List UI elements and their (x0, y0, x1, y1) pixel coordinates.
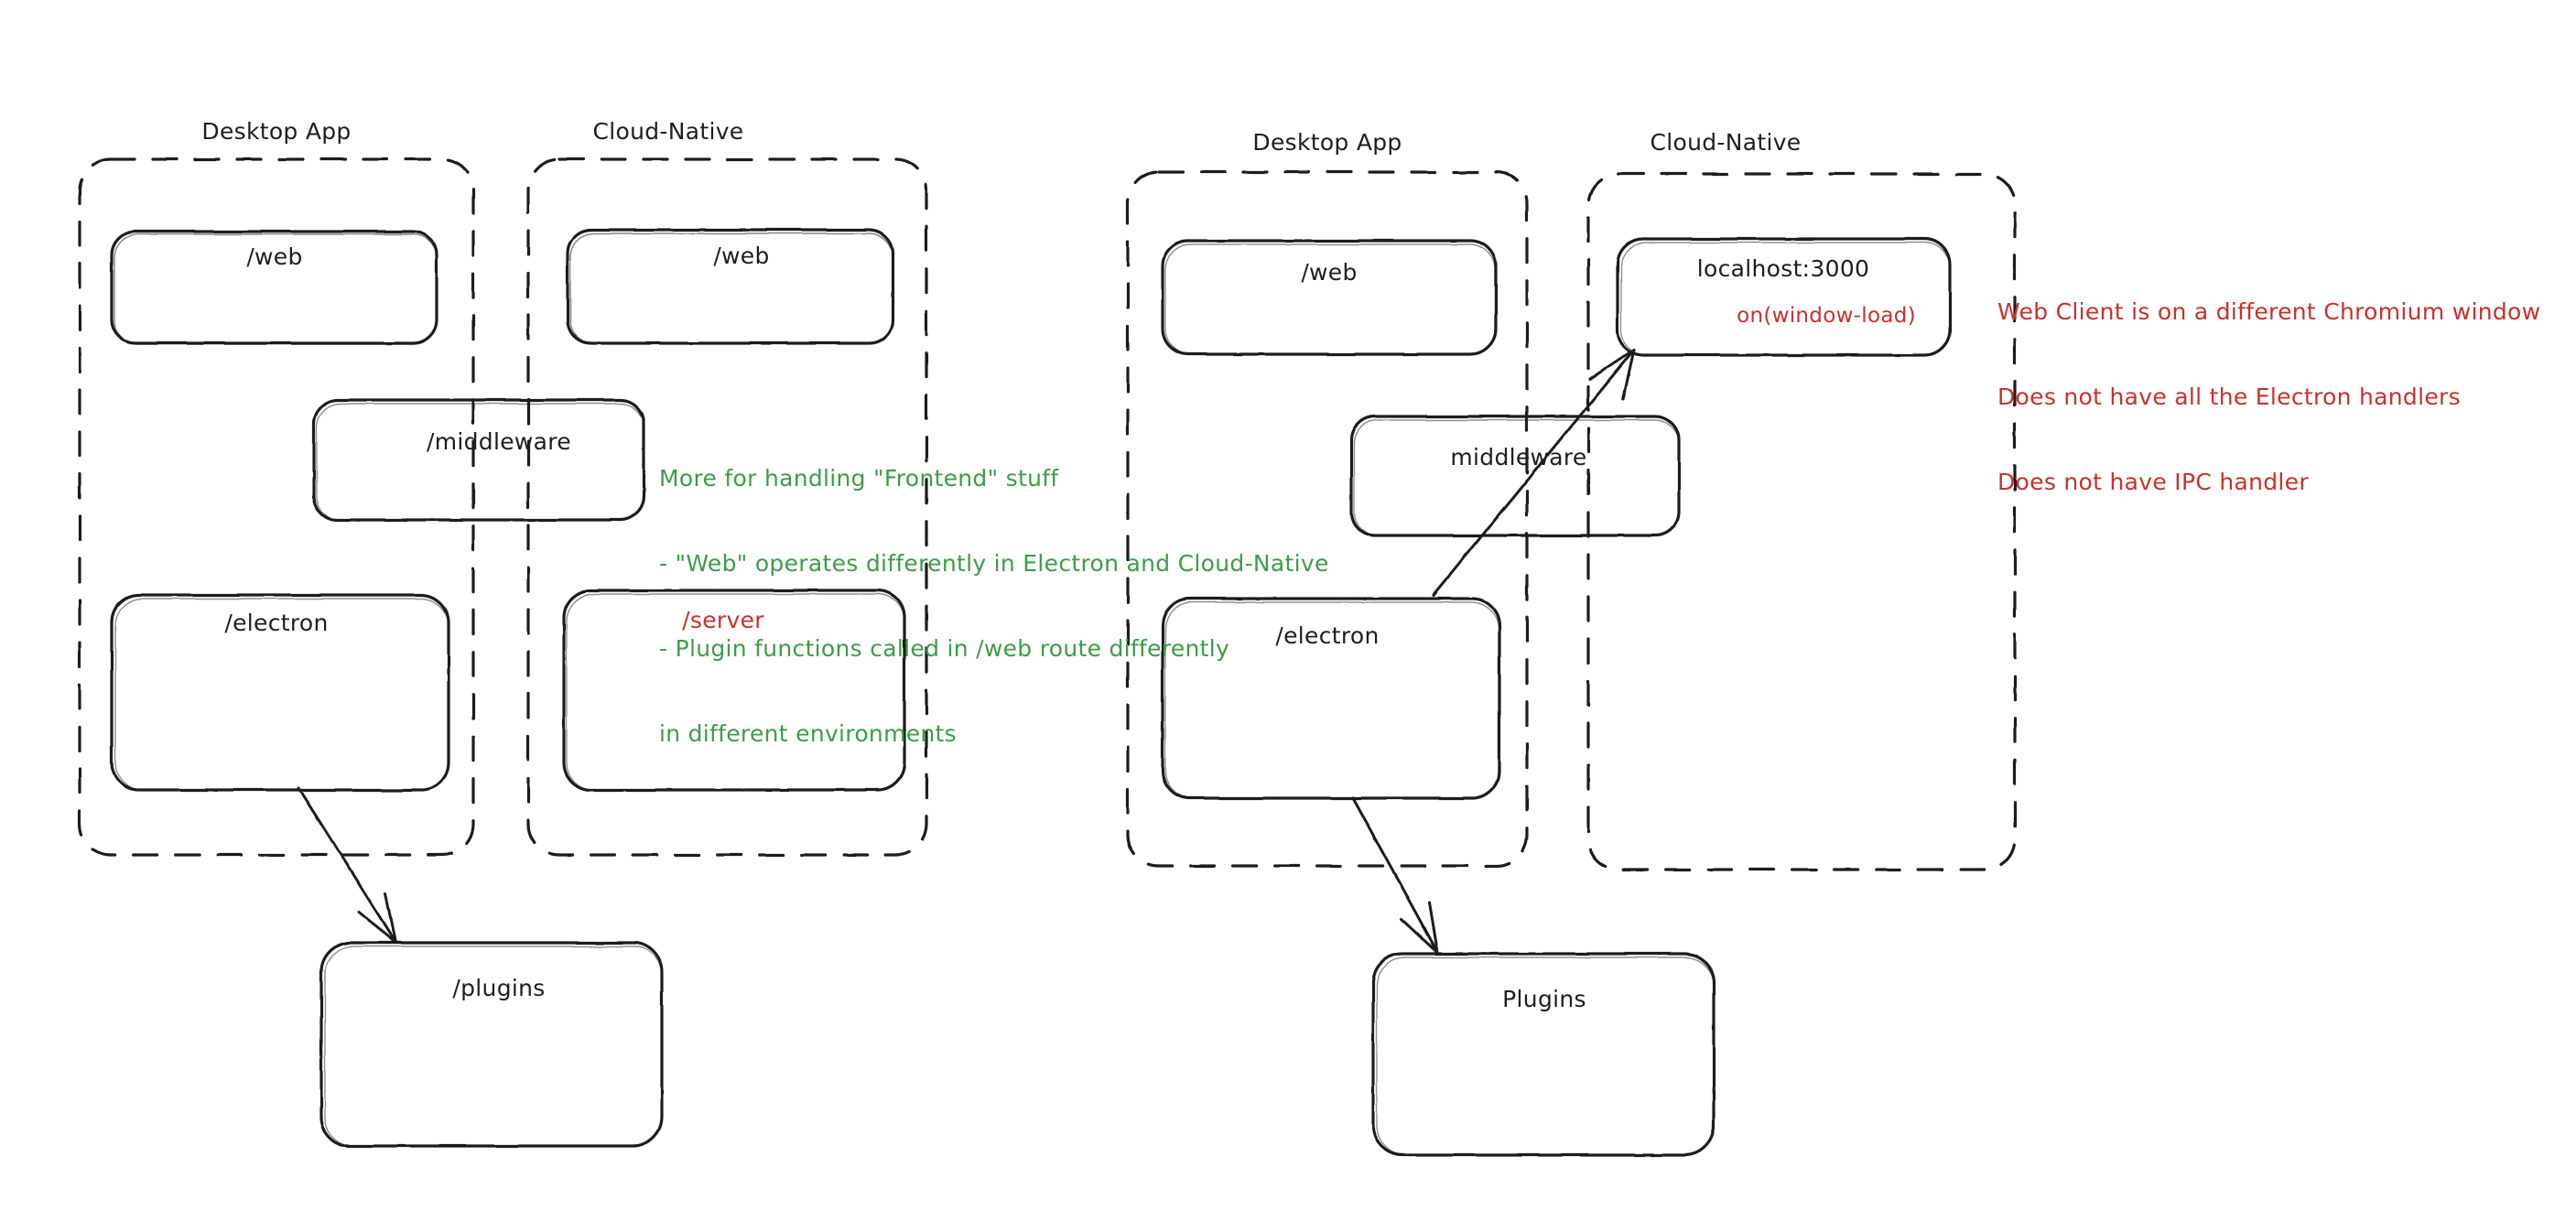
left-electron-label: /electron (224, 610, 329, 636)
right-localhost-sublabel: on(window-load) (1737, 304, 1916, 328)
right-plugins-box (1371, 952, 1716, 1157)
right-localhost-label: localhost:3000 (1696, 255, 1870, 282)
right-desktop-web-label: /web (1301, 259, 1358, 286)
green-annotation-note: More for handling "Frontend" stuff - "We… (659, 407, 1329, 805)
red-annotation-note: Web Client is on a different Chromium wi… (1997, 241, 2540, 553)
left-plugins-label: /plugins (452, 975, 546, 1001)
green-note-line-1: More for handling "Frontend" stuff (659, 465, 1059, 492)
left-desktop-app-title: Desktop App (201, 118, 352, 145)
right-cloud-native-title: Cloud-Native (1650, 129, 1802, 156)
green-note-line-2: - "Web" operates differently in Electron… (659, 550, 1329, 577)
red-note-line-3: Does not have IPC handler (1997, 469, 2309, 495)
right-electron-to-localhost-arrow (1432, 348, 1636, 597)
right-middleware-label: middleware (1450, 444, 1587, 470)
left-desktop-web-label: /web (246, 243, 303, 270)
left-middleware-box (312, 398, 645, 522)
right-desktop-app-title: Desktop App (1252, 129, 1402, 156)
left-middleware-label: /middleware (427, 428, 571, 455)
right-electron-label: /electron (1275, 622, 1380, 649)
green-note-line-4: in different environments (659, 720, 957, 747)
red-note-line-2: Does not have all the Electron handlers (1997, 384, 2461, 410)
right-electron-to-plugins-arrow (1351, 796, 1439, 954)
left-cloud-web-label: /web (713, 243, 770, 269)
green-note-line-3: - Plugin functions called in /web route … (659, 635, 1230, 662)
left-plugins-box (319, 941, 664, 1148)
right-desktop-web-box (1161, 239, 1498, 356)
left-electron-to-plugins-arrow (297, 786, 397, 944)
right-middleware-box (1349, 415, 1681, 537)
left-cloud-native-title: Cloud-Native (592, 118, 744, 145)
right-plugins-label: Plugins (1502, 986, 1586, 1012)
left-server-label: /server (682, 607, 764, 633)
red-note-line-1: Web Client is on a different Chromium wi… (1997, 298, 2541, 325)
